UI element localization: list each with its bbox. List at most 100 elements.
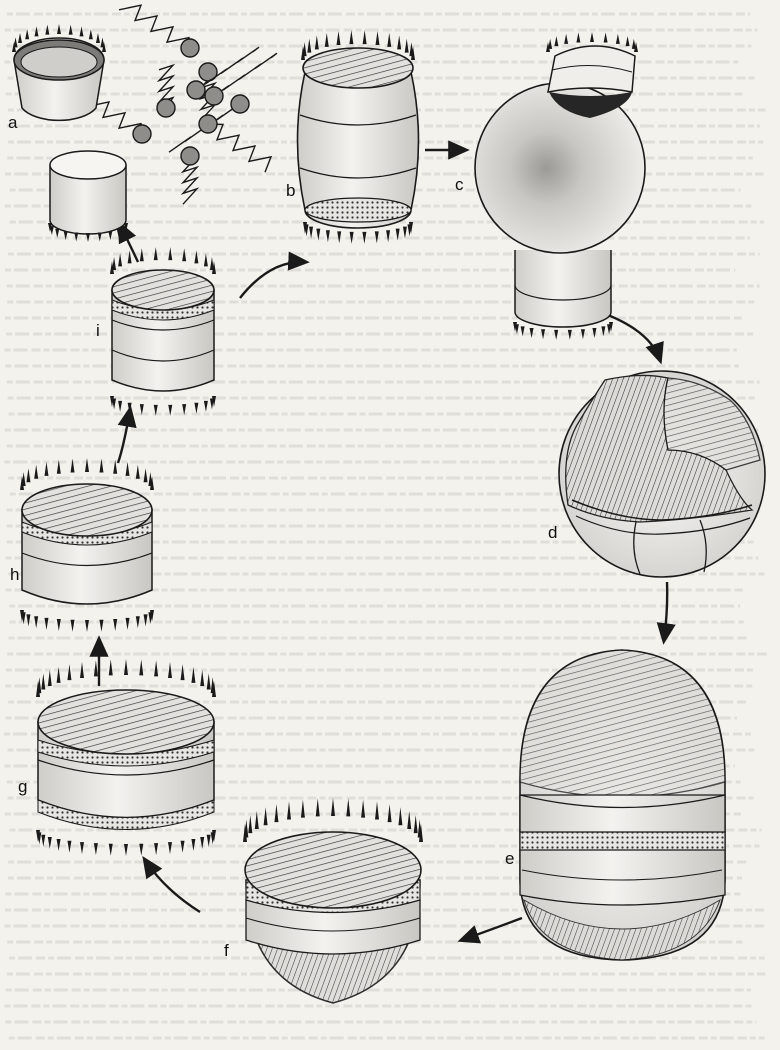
spine (57, 619, 61, 631)
spine (96, 33, 100, 43)
spine (376, 31, 380, 45)
spine (604, 32, 608, 42)
spine (26, 614, 30, 626)
spine (616, 34, 620, 44)
panel-d-sphere (559, 371, 765, 577)
spine (375, 801, 379, 819)
gamete (231, 95, 249, 113)
spine (144, 468, 148, 482)
spine (124, 659, 128, 675)
panel-g-frustule (36, 659, 216, 856)
spine (414, 815, 418, 833)
panel-e-initial-cell (520, 650, 725, 960)
spine (139, 844, 143, 856)
spine (41, 673, 45, 689)
panel-c-auxospore (475, 32, 645, 340)
spine (326, 230, 330, 242)
spine (80, 842, 84, 854)
spine (85, 458, 89, 472)
gamete-flagellum (119, 5, 190, 48)
spine (576, 32, 580, 42)
spine (363, 30, 367, 44)
gamete-flagellum (208, 124, 271, 172)
auxospore-sphere (475, 83, 645, 253)
spine (564, 34, 568, 44)
spine (168, 842, 172, 854)
arrow-i-to-b (240, 262, 305, 298)
spine (336, 31, 340, 45)
spine (210, 399, 214, 410)
panel-i-frustule (110, 247, 216, 416)
spine (67, 664, 71, 680)
spine (325, 33, 329, 47)
spine (44, 462, 48, 476)
spine (124, 844, 128, 856)
arrow-f-to-g (145, 860, 200, 912)
spine (349, 30, 353, 44)
gamete (157, 99, 175, 117)
spine (71, 620, 75, 632)
spine (316, 798, 320, 816)
spine (144, 614, 148, 626)
panel-b-frustule (298, 30, 419, 244)
spine (346, 798, 350, 816)
spine (386, 230, 390, 242)
spine (14, 37, 18, 47)
arrow-e-to-f (462, 918, 522, 940)
spine (181, 664, 185, 680)
label-d: d (548, 523, 557, 542)
spine (109, 844, 113, 856)
spine (194, 403, 198, 414)
label-g: g (18, 777, 27, 796)
spine (626, 36, 630, 46)
spine (126, 462, 130, 476)
label-h: h (10, 565, 19, 584)
label-f: f (224, 941, 229, 960)
spine (315, 35, 319, 49)
label-a: a (8, 113, 18, 132)
spine (398, 807, 402, 825)
spine (118, 401, 122, 412)
spine (387, 33, 391, 47)
spine (361, 800, 365, 818)
spine (136, 465, 140, 479)
spine (85, 620, 89, 632)
spine (194, 250, 198, 263)
gamete (199, 115, 217, 133)
spine (331, 798, 335, 816)
spine (128, 250, 132, 263)
spine (94, 660, 98, 676)
label-c: c (455, 175, 464, 194)
gamete (181, 147, 199, 165)
spine (128, 403, 132, 414)
spine (44, 618, 48, 630)
spine (18, 33, 22, 43)
label-i: i (96, 321, 100, 340)
spine (48, 670, 52, 686)
spine (548, 39, 552, 49)
spine (590, 32, 594, 42)
spine (264, 807, 268, 825)
spine (26, 468, 30, 482)
spine (397, 35, 401, 49)
spine (139, 659, 143, 675)
arrow-h-to-i (118, 410, 130, 463)
label-e: e (505, 849, 514, 868)
gamete (205, 87, 223, 105)
spine (94, 843, 98, 855)
panel-a-valve (12, 24, 106, 120)
panel-a-cylinder (48, 151, 128, 242)
spine (109, 659, 113, 675)
spine (204, 401, 208, 412)
spine (112, 257, 116, 270)
spine (113, 619, 117, 631)
label-b: b (286, 181, 295, 200)
spine (207, 673, 211, 689)
spine (99, 620, 103, 632)
gamete (187, 81, 205, 99)
spine (554, 36, 558, 46)
spine (301, 800, 305, 818)
spine (200, 670, 204, 686)
spine (154, 660, 158, 676)
